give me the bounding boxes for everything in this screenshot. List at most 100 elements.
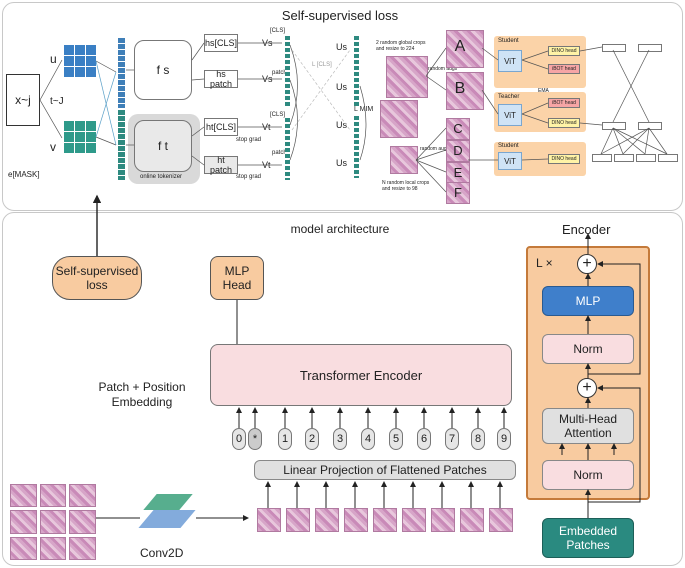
encoder-norm-1: Norm bbox=[542, 334, 634, 364]
token-star: * bbox=[248, 428, 262, 450]
transformer-encoder-label: Transformer Encoder bbox=[299, 367, 423, 383]
encoder-title: Encoder bbox=[562, 222, 611, 237]
teacher-dino-head: DINO head bbox=[548, 118, 580, 128]
hs-patch-box: hs patch bbox=[204, 69, 238, 89]
token-column-u bbox=[118, 38, 125, 108]
ut-cls-label: Us bbox=[336, 120, 347, 130]
global-crops-label: 2 random global crops and resize to 224 bbox=[376, 40, 426, 52]
loss-box-B bbox=[638, 44, 662, 52]
us-patch-label: Us bbox=[336, 82, 347, 92]
encoder-norm-2: Norm bbox=[542, 460, 634, 490]
student2-vit-label: ViT bbox=[504, 156, 516, 166]
v-grid bbox=[64, 121, 96, 153]
stop-grad-1: stop grad bbox=[236, 137, 262, 143]
encoder-attention: Multi-Head Attention bbox=[542, 408, 634, 444]
ft-label: f t bbox=[157, 139, 168, 153]
t-label: t~J bbox=[50, 96, 64, 107]
patch-label-1: patch bbox=[272, 70, 287, 76]
crop-A-label: A bbox=[454, 38, 466, 55]
token-0: 0 bbox=[232, 428, 246, 450]
patch-label-2: patch bbox=[272, 150, 287, 156]
fs-label: f s bbox=[156, 63, 170, 77]
flat-patch bbox=[373, 508, 397, 532]
student-vit: ViT bbox=[498, 50, 522, 72]
us-token-bar bbox=[354, 36, 359, 106]
local-crop-stack bbox=[390, 146, 418, 174]
ht-cls-label: ht[CLS] bbox=[205, 122, 236, 132]
token-column-v bbox=[118, 110, 125, 180]
us-cls-label: Us bbox=[336, 42, 347, 52]
crop-B-label: B bbox=[454, 80, 466, 97]
student-vit-label: ViT bbox=[504, 56, 516, 66]
teacher-dino-label: DINO head bbox=[551, 120, 577, 126]
flat-patch bbox=[460, 508, 484, 532]
bottom-title: model architecture bbox=[290, 222, 390, 236]
l-mim-label: L MIM bbox=[354, 106, 374, 113]
teal-token-bar-2 bbox=[285, 118, 290, 180]
linear-projection-label: Linear Projection of Flattened Patches bbox=[283, 463, 487, 477]
flat-patch bbox=[257, 508, 281, 532]
crop-B-image bbox=[446, 72, 484, 110]
flat-patch bbox=[286, 508, 310, 532]
input-label: x~j bbox=[15, 93, 31, 107]
token-2: 2 bbox=[305, 428, 319, 450]
online-tokenizer-label: online tokenizer bbox=[140, 174, 183, 180]
input-patch bbox=[10, 484, 37, 508]
teacher-ibot-label: iBOT head bbox=[552, 100, 576, 106]
transformer-encoder-box: Transformer Encoder bbox=[210, 344, 512, 406]
u-grid bbox=[64, 45, 96, 77]
crop-C-image bbox=[446, 118, 470, 140]
crop-C-label: C bbox=[453, 120, 463, 136]
hs-cls-label: hs[CLS] bbox=[205, 38, 238, 48]
mask-label: e[MASK] bbox=[8, 170, 40, 179]
plus-top-label: + bbox=[582, 255, 592, 272]
random-augs-label-1: random augs bbox=[428, 66, 458, 72]
input-patch bbox=[69, 536, 96, 560]
ft-box: f t bbox=[134, 120, 192, 172]
ssl-loss-label: Self-supervised loss bbox=[55, 264, 139, 292]
token-6: 6 bbox=[417, 428, 431, 450]
student-ibot-head: iBOT head bbox=[548, 64, 580, 74]
ht-patch-label: ht patch bbox=[209, 155, 233, 175]
hs-patch-label: hs patch bbox=[209, 69, 233, 89]
loss-box-C bbox=[592, 154, 612, 162]
encoder-plus-top: + bbox=[577, 254, 597, 274]
fs-box: f s bbox=[134, 40, 192, 100]
teacher-vit-label: ViT bbox=[504, 110, 516, 120]
token-1: 1 bbox=[278, 428, 292, 450]
ut-token-bar bbox=[354, 116, 359, 178]
encoder-mlp-label: MLP bbox=[575, 294, 601, 308]
teacher-vit: ViT bbox=[498, 104, 522, 126]
token-7: 7 bbox=[445, 428, 459, 450]
global-crop-stack bbox=[386, 56, 428, 98]
patch-pos-label: Patch + Position Embedding bbox=[98, 380, 186, 409]
crop-E-label: E bbox=[453, 164, 463, 180]
ut-patch-label: Us bbox=[336, 158, 347, 168]
student-label: Student bbox=[498, 38, 519, 44]
student-ibot-label: iBOT head bbox=[552, 66, 576, 72]
input-patch bbox=[69, 484, 96, 508]
input-patch bbox=[10, 510, 37, 534]
input-patch bbox=[69, 510, 96, 534]
ema-label: EMA bbox=[538, 88, 549, 94]
input-patch bbox=[39, 484, 67, 508]
flat-patch bbox=[489, 508, 513, 532]
token-4: 4 bbox=[361, 428, 375, 450]
loss-box-E bbox=[636, 154, 656, 162]
l-cls-label: L [CLS] bbox=[312, 62, 332, 68]
hs-cls-box: hs[CLS] bbox=[204, 34, 238, 52]
crop-D-label: D bbox=[453, 142, 463, 158]
input-patch bbox=[39, 510, 67, 534]
embedded-patches-box: Embedded Patches bbox=[542, 518, 634, 558]
crop-F-image bbox=[446, 182, 470, 204]
u-label: u bbox=[50, 52, 57, 66]
crop-F-label: F bbox=[454, 184, 462, 200]
student2-label: Student bbox=[498, 143, 519, 149]
stop-grad-2: stop grad bbox=[236, 174, 262, 180]
encoder-lx: L × bbox=[536, 256, 553, 270]
token-9: 9 bbox=[497, 428, 511, 450]
token-3: 3 bbox=[333, 428, 347, 450]
student-dino-head: DINO head bbox=[548, 46, 580, 56]
student2-dino-head: DINO head bbox=[548, 154, 580, 164]
mlp-head-label: MLP Head bbox=[222, 264, 252, 292]
